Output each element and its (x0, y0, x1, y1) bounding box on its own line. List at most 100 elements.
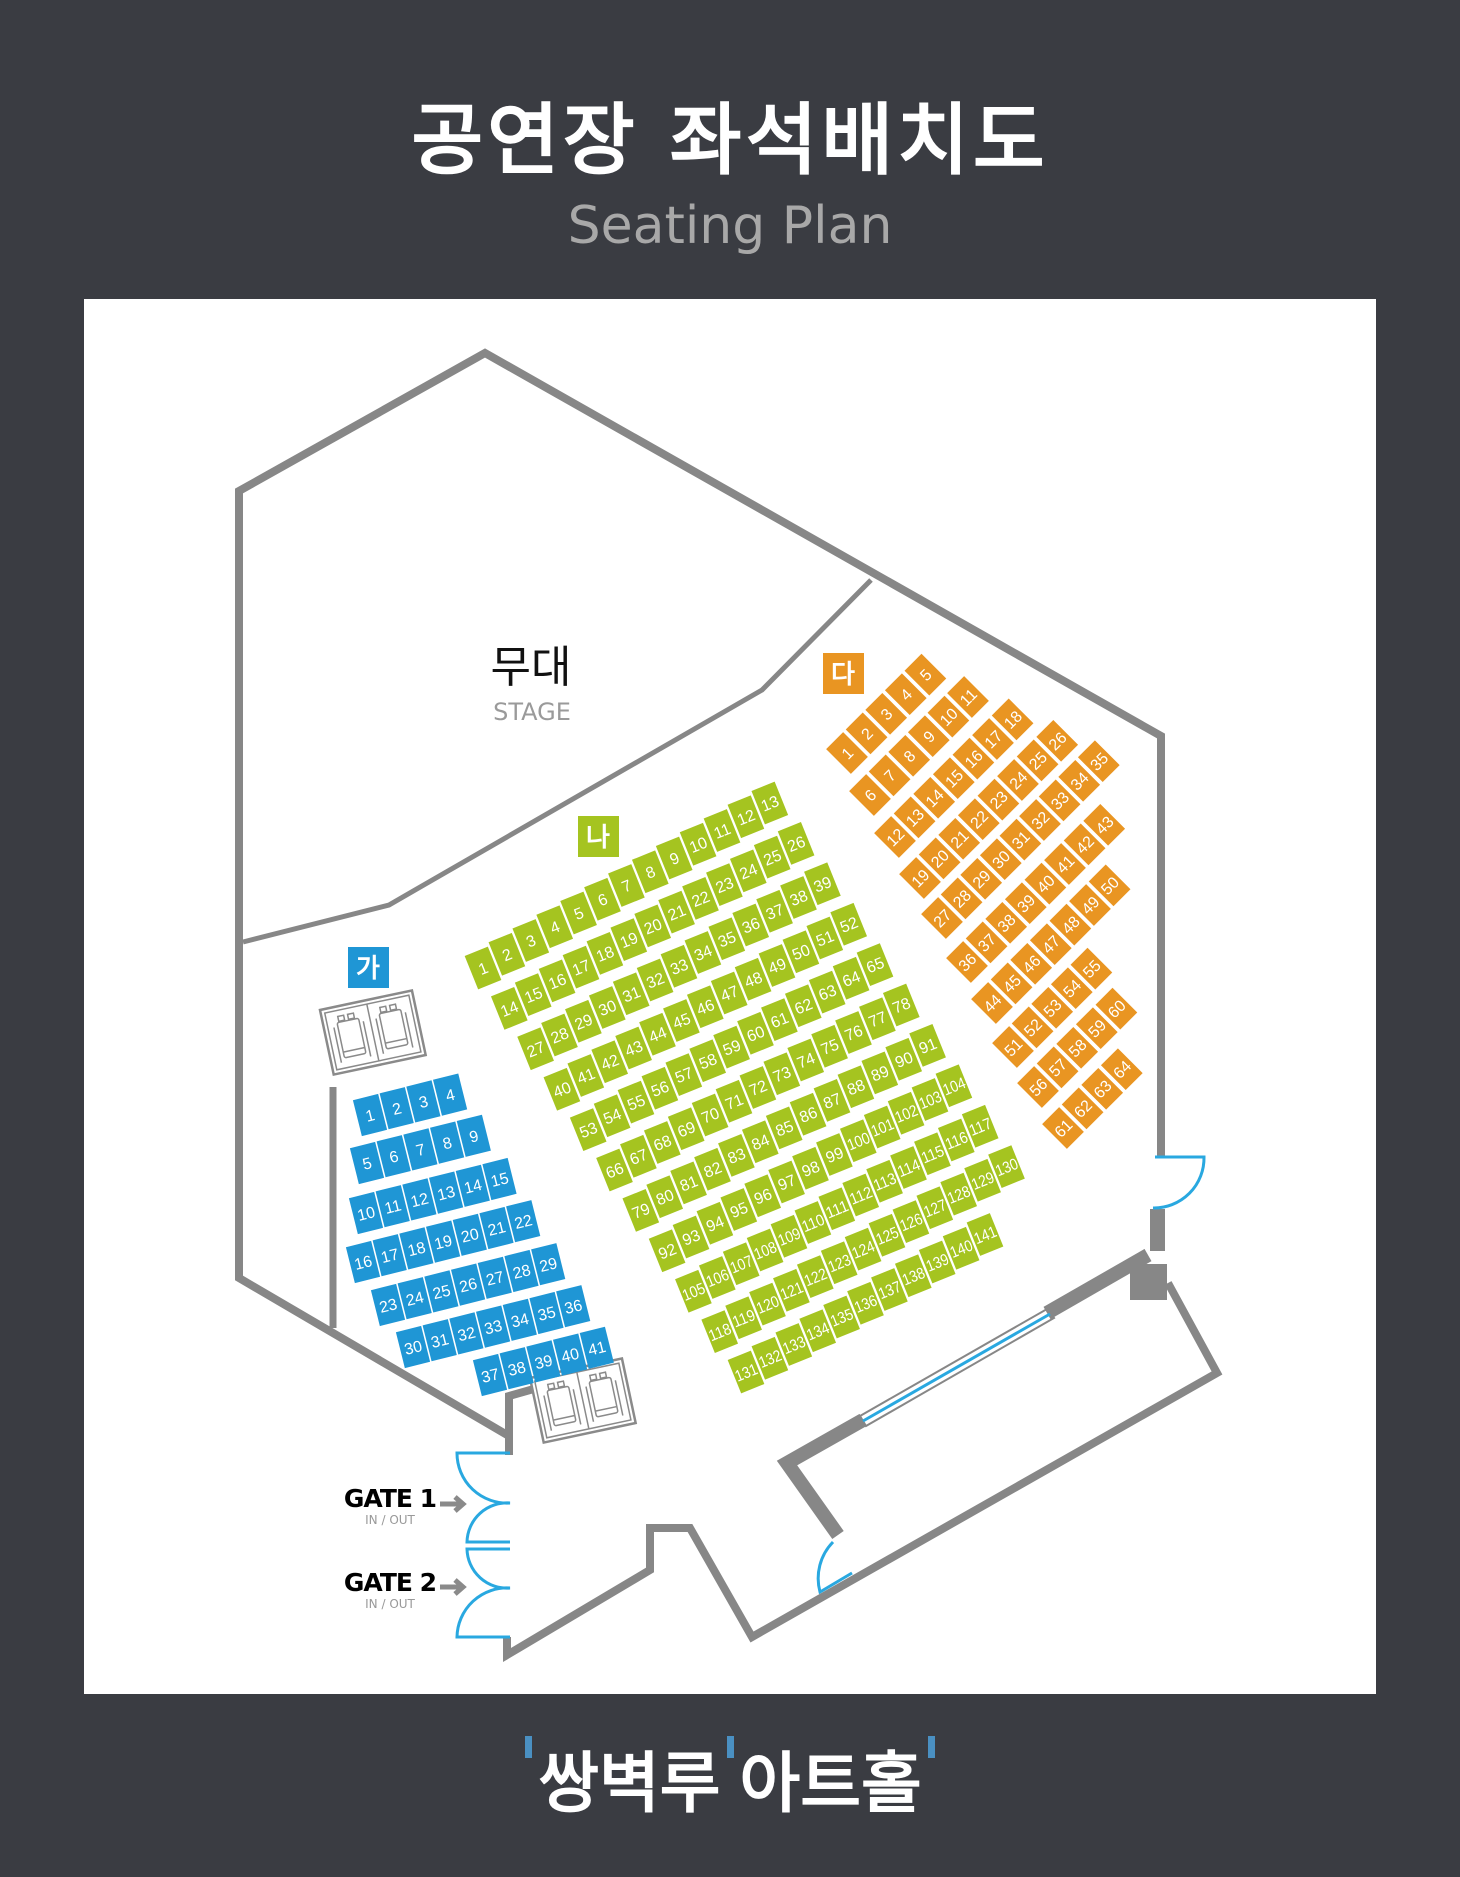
seat[interactable]: 11 (375, 1185, 410, 1228)
seat[interactable]: 13 (893, 796, 936, 839)
seat[interactable]: 112 (842, 1173, 880, 1217)
seat[interactable]: 93 (672, 1215, 710, 1259)
seat[interactable]: 40 (553, 1333, 588, 1376)
seat[interactable]: 75 (811, 1024, 848, 1068)
seat[interactable]: 47 (710, 971, 748, 1015)
seat[interactable]: 28 (940, 877, 983, 920)
seat[interactable]: 45 (663, 999, 700, 1042)
seat[interactable]: 19 (610, 918, 648, 961)
gate-2-door[interactable] (455, 1547, 511, 1639)
seat[interactable]: 26 (451, 1263, 486, 1306)
seat[interactable]: 3 (406, 1080, 441, 1123)
seat[interactable]: 54 (1050, 967, 1093, 1010)
seat[interactable]: 43 (615, 1026, 652, 1070)
seat[interactable]: 20 (634, 904, 672, 948)
seat[interactable]: 140 (942, 1226, 980, 1270)
seat[interactable]: 30 (395, 1325, 431, 1369)
seat[interactable]: 85 (765, 1106, 803, 1150)
seat[interactable]: 14 (490, 987, 528, 1030)
seat[interactable]: 27 (477, 1256, 512, 1299)
seat[interactable]: 6 (849, 774, 891, 816)
seat[interactable]: 18 (399, 1227, 434, 1270)
seat[interactable]: 10 (927, 695, 970, 738)
seat[interactable]: 32 (449, 1312, 484, 1355)
seat[interactable]: 51 (992, 1026, 1034, 1068)
seat[interactable]: 24 (997, 759, 1039, 801)
seat[interactable]: 124 (844, 1227, 882, 1271)
seat[interactable]: 102 (887, 1091, 925, 1135)
seat[interactable]: 14 (455, 1164, 490, 1207)
seat[interactable]: 4 (536, 905, 574, 949)
seat[interactable]: 72 (739, 1066, 777, 1109)
seat[interactable]: 40 (1024, 862, 1067, 905)
seat[interactable]: 53 (1031, 986, 1074, 1029)
seat[interactable]: 33 (1038, 779, 1081, 822)
seat[interactable]: 9 (907, 715, 950, 758)
seat[interactable]: 39 (1004, 882, 1047, 925)
seat[interactable]: 55 (617, 1080, 655, 1124)
seat[interactable]: 117 (961, 1104, 999, 1148)
seat[interactable]: 99 (816, 1133, 853, 1176)
seat[interactable]: 2 (488, 932, 526, 976)
seat[interactable]: 54 (593, 1094, 631, 1138)
seat[interactable]: 135 (823, 1295, 860, 1339)
seat[interactable]: 45 (990, 962, 1033, 1005)
seat[interactable]: 8 (888, 734, 931, 777)
seat[interactable]: 15 (932, 757, 975, 800)
seat[interactable]: 41 (1044, 843, 1086, 885)
seat[interactable]: 62 (784, 984, 822, 1028)
seat[interactable]: 9 (655, 836, 693, 880)
seat[interactable]: 14 (913, 776, 956, 819)
seat[interactable]: 29 (565, 999, 602, 1043)
seat[interactable]: 108 (746, 1228, 784, 1272)
seat[interactable]: 17 (372, 1234, 407, 1277)
seat[interactable]: 84 (741, 1120, 779, 1164)
seat[interactable]: 43 (1083, 803, 1126, 846)
seat[interactable]: 42 (1063, 823, 1106, 866)
seat[interactable]: 83 (718, 1134, 755, 1177)
seat[interactable]: 12 (727, 795, 765, 839)
seat[interactable]: 22 (506, 1200, 541, 1243)
seat[interactable]: 89 (861, 1051, 899, 1095)
seat[interactable]: 33 (476, 1305, 511, 1348)
seat[interactable]: 134 (799, 1309, 837, 1353)
seat[interactable]: 23 (370, 1283, 406, 1327)
seat[interactable]: 110 (794, 1201, 832, 1244)
seat[interactable]: 2 (379, 1087, 414, 1130)
seat[interactable]: 11 (947, 676, 989, 718)
seat[interactable]: 137 (871, 1268, 908, 1311)
seat[interactable]: 36 (946, 941, 988, 983)
seat[interactable]: 104 (935, 1064, 973, 1108)
seat[interactable]: 69 (667, 1107, 705, 1151)
seat[interactable]: 118 (701, 1310, 739, 1353)
seat[interactable]: 64 (832, 956, 870, 1000)
seat[interactable]: 3 (865, 692, 908, 735)
seat[interactable]: 60 (737, 1011, 774, 1055)
seat[interactable]: 24 (729, 849, 767, 893)
seat[interactable]: 136 (847, 1281, 884, 1325)
seat[interactable]: 31 (612, 972, 650, 1016)
seat[interactable]: 79 (622, 1189, 660, 1232)
seat[interactable]: 105 (675, 1269, 712, 1313)
seat[interactable]: 35 (1077, 740, 1120, 783)
seat[interactable]: 82 (694, 1147, 731, 1191)
seat[interactable]: 37 (965, 921, 1008, 964)
seat[interactable]: 92 (648, 1229, 686, 1273)
seat[interactable]: 52 (830, 902, 868, 946)
seat[interactable]: 4 (433, 1073, 468, 1116)
seat[interactable]: 50 (1088, 864, 1131, 907)
seat[interactable]: 114 (890, 1146, 927, 1189)
seat[interactable]: 123 (820, 1241, 858, 1285)
seat[interactable]: 29 (960, 857, 1003, 900)
seat[interactable]: 26 (777, 822, 815, 865)
seat[interactable]: 22 (682, 877, 719, 920)
seat[interactable]: 49 (758, 944, 796, 987)
seat[interactable]: 32 (636, 958, 674, 1002)
seat[interactable]: 25 (424, 1270, 459, 1313)
seat[interactable]: 61 (761, 998, 798, 1041)
seat[interactable]: 139 (918, 1240, 956, 1284)
seat[interactable]: 68 (643, 1121, 681, 1164)
seat[interactable]: 95 (720, 1188, 758, 1231)
seat[interactable]: 4 (884, 673, 927, 716)
seat[interactable]: 42 (591, 1040, 629, 1084)
